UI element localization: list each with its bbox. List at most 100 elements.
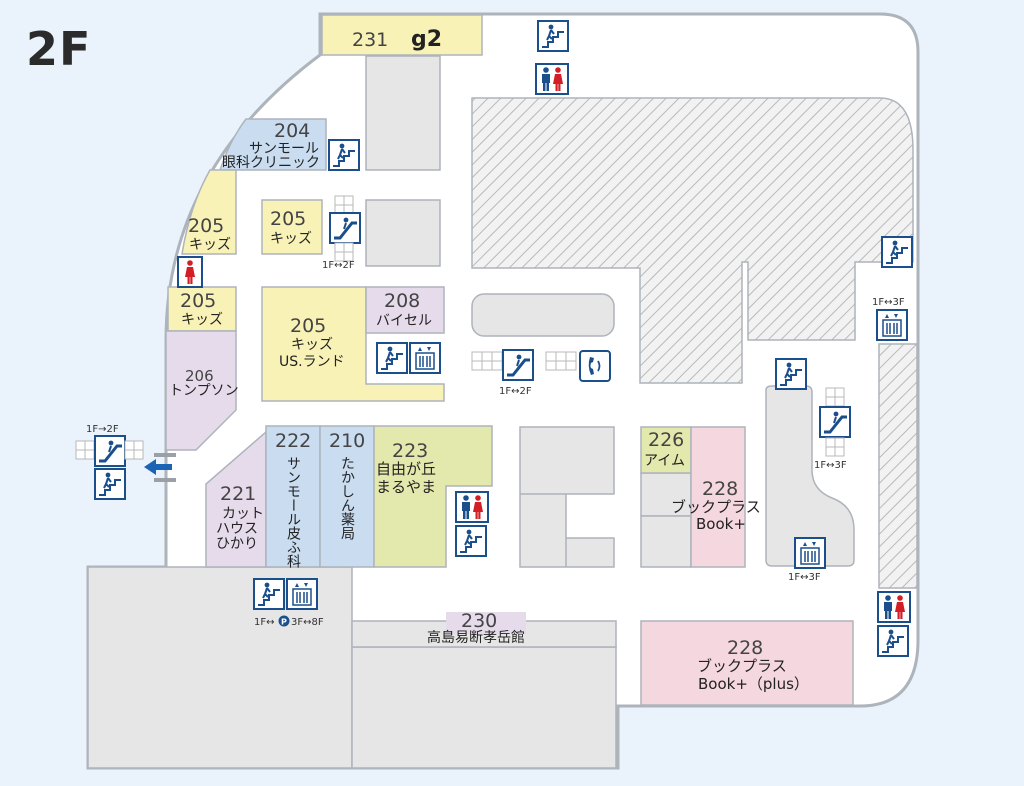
- hatched-area-main: [471, 97, 914, 384]
- big-block-bottom: [351, 646, 617, 769]
- shop-204-number: 204: [274, 120, 310, 142]
- stairs-icon[interactable]: [94, 468, 126, 500]
- shop-205-d-name1: キッズ: [291, 337, 333, 353]
- shop-228-b-name2: Book+（plus）: [698, 675, 809, 693]
- shop-228-a[interactable]: 228 ブックプラス Book+: [671, 426, 761, 568]
- escalator-icon[interactable]: [93, 434, 127, 468]
- escalator-label: 1F→2F: [86, 424, 119, 435]
- elevator-icon[interactable]: [286, 578, 318, 610]
- stairs-icon[interactable]: [253, 578, 285, 610]
- phone-icon[interactable]: [579, 350, 611, 382]
- shop-228-b-number: 228: [727, 637, 763, 659]
- escalator-label: 1F↔3F: [814, 460, 847, 471]
- restroom-icon[interactable]: [455, 491, 489, 523]
- shop-205-d-name2: US.ランド: [279, 354, 345, 370]
- exit-arrow-icon[interactable]: [144, 459, 172, 475]
- shop-206[interactable]: 206 トンプソン: [165, 330, 239, 451]
- elevator-label-suffix: 3F↔8F: [291, 617, 324, 628]
- escalator-grid: [471, 351, 503, 371]
- shop-205-d-number: 205: [290, 315, 326, 337]
- shop-223-number: 223: [392, 440, 428, 462]
- shop-230-number: 230: [461, 610, 497, 632]
- shop-231[interactable]: 231 g2: [321, 14, 483, 56]
- shop-204-name2: 眼科クリニック: [222, 155, 320, 171]
- shop-223-name1: 自由が丘: [376, 460, 436, 478]
- stairs-icon[interactable]: [455, 525, 487, 557]
- elevator-icon[interactable]: [794, 537, 826, 569]
- female-restroom-icon[interactable]: [177, 256, 203, 288]
- stairs-icon[interactable]: [328, 139, 360, 171]
- restroom-icon[interactable]: [877, 591, 911, 623]
- service-block-mid: [365, 199, 441, 267]
- shop-205-b-name: キッズ: [270, 231, 312, 247]
- stairs-icon[interactable]: [376, 342, 408, 374]
- escalator-grid: [825, 387, 845, 407]
- entrance-marker: [154, 478, 176, 482]
- shop-222-name: サンモール皮ふ科: [285, 456, 301, 568]
- elevator-icon[interactable]: [409, 342, 441, 374]
- shop-206-number: 206: [185, 367, 214, 385]
- escalator-grid: [825, 437, 845, 457]
- shop-205-a[interactable]: 205 キッズ: [181, 169, 237, 255]
- shop-210-name: たかしん薬局: [339, 456, 355, 540]
- elevator-label-prefix: 1F↔: [254, 617, 275, 628]
- shop-221[interactable]: 221 カット ハウス ひかり: [205, 430, 267, 568]
- shop-204[interactable]: 204 サンモール 眼科クリニック: [218, 118, 327, 171]
- shop-228-b[interactable]: 228 ブックプラス Book+（plus）: [640, 620, 854, 706]
- shop-228-a-name2: Book+: [696, 515, 746, 533]
- parking-icon: [278, 615, 290, 627]
- shop-208-number: 208: [384, 290, 420, 312]
- shop-205-b[interactable]: 205 キッズ: [261, 199, 323, 255]
- stairs-icon[interactable]: [537, 20, 569, 52]
- shop-205-a-number: 205: [188, 215, 224, 237]
- escalator-icon[interactable]: [501, 348, 535, 382]
- shop-205-b-number: 205: [270, 208, 306, 230]
- shop-226-name: アイム: [644, 453, 685, 469]
- shop-223-name2: まるやま: [376, 478, 436, 496]
- shop-221-name2: ハウス: [216, 521, 258, 537]
- shop-230-name: 高島易断孝岳館: [427, 629, 525, 646]
- escalator-label: 1F↔2F: [499, 386, 532, 397]
- floor-label: 2F: [26, 22, 92, 76]
- atrium-void: [471, 293, 615, 337]
- service-block-top: [365, 55, 441, 171]
- escalator-grid: [545, 351, 577, 371]
- stairs-icon[interactable]: [877, 625, 909, 657]
- shop-205-c-name: キッズ: [181, 312, 223, 328]
- shop-205-d[interactable]: 205 キッズ US.ランド: [261, 286, 445, 402]
- shop-230[interactable]: 230 高島易断孝岳館: [427, 610, 526, 646]
- shop-226[interactable]: 226 アイム: [640, 426, 692, 474]
- shop-228-b-name1: ブックプラス: [697, 657, 787, 675]
- shop-228-a-number: 228: [702, 478, 738, 500]
- elevator-icon[interactable]: [876, 309, 908, 341]
- shop-228-a-name1: ブックプラス: [671, 498, 761, 516]
- elevator-label: 1F↔3F: [788, 572, 821, 583]
- restroom-icon[interactable]: [535, 63, 569, 95]
- stairs-icon[interactable]: [775, 358, 807, 390]
- shop-210-number: 210: [329, 430, 365, 452]
- shop-206-name: トンプソン: [169, 383, 239, 399]
- shop-205-c[interactable]: 205 キッズ: [167, 286, 237, 332]
- escalator-grid: [124, 440, 144, 460]
- shop-205-a-name: キッズ: [189, 237, 231, 253]
- hatched-area-right: [878, 343, 918, 589]
- shop-226-number: 226: [648, 429, 684, 451]
- shop-231-name: g2: [411, 27, 442, 52]
- shop-223[interactable]: 223 自由が丘 まるやま: [373, 425, 493, 568]
- shop-205-c-number: 205: [180, 290, 216, 312]
- stairs-icon[interactable]: [881, 236, 913, 268]
- escalator-grid: [75, 440, 95, 460]
- escalator-label: 1F↔2F: [322, 260, 355, 271]
- escalator-icon[interactable]: [818, 405, 852, 439]
- shop-231-number: 231: [352, 29, 388, 51]
- escalator-grid: [334, 242, 354, 262]
- parking-letter: P: [281, 618, 287, 627]
- shop-208[interactable]: 208 バイセル: [365, 286, 445, 334]
- shop-221-name1: カット: [222, 506, 264, 522]
- shop-222[interactable]: 222 サンモール皮ふ科: [265, 425, 321, 568]
- shop-221-name3: ひかり: [216, 536, 258, 552]
- shop-210[interactable]: 210 たかしん薬局: [319, 425, 375, 568]
- escalator-icon[interactable]: [328, 211, 362, 245]
- escalator-grid: [334, 195, 354, 215]
